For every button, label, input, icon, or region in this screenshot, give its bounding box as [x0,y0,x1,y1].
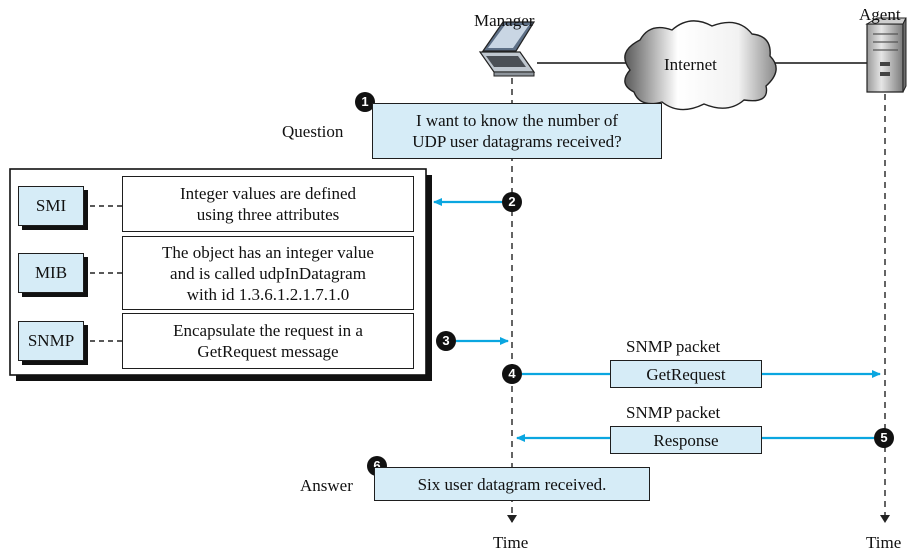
mib-box: MIB [18,253,84,293]
laptop-icon [478,21,536,77]
step-5-badge: 5 [874,428,894,448]
snmp-desc-line-2: GetRequest message [197,342,339,361]
step-4-badge: 4 [502,364,522,384]
snmp-description: Encapsulate the request in a GetRequest … [122,313,414,369]
question-line-1: I want to know the number of [415,111,619,130]
mib-desc-line-2: and is called udpInDatagram [170,263,366,283]
answer-label: Answer [300,476,353,495]
step-2-badge: 2 [502,192,522,212]
question-box: I want to know the number of UDP user da… [372,103,662,159]
agent-time-label: Time [866,533,902,552]
response-packet: Response [610,426,762,454]
response-caption: SNMP packet [626,403,721,422]
internet-label: Internet [664,55,717,74]
smi-box: SMI [18,186,84,226]
mib-description: The object has an integer value and is c… [122,236,414,310]
question-line-2: UDP user datagrams received? [412,132,622,151]
smi-desc-line-2: using three attributes [196,205,340,224]
snmp-desc-line-1: Encapsulate the request in a [173,321,363,340]
agent-label: Agent [859,5,901,24]
step-3-badge: 3 [436,331,456,351]
getrequest-packet: GetRequest [610,360,762,388]
smi-desc-line-1: Integer values are defined [179,184,357,203]
step-1-badge: 1 [355,92,375,112]
manager-label: Manager [474,11,535,30]
manager-time-label: Time [493,533,529,552]
snmp-box: SNMP [18,321,84,361]
question-label: Question [282,122,344,141]
internet-cloud [624,20,777,111]
request-caption: SNMP packet [626,337,721,356]
mib-desc-line-3: with id 1.3.6.1.2.1.7.1.0 [186,284,350,304]
answer-box: Six user datagram received. [374,467,650,501]
mib-desc-line-1: The object has an integer value [162,242,374,262]
server-icon [865,17,907,93]
smi-description: Integer values are defined using three a… [122,176,414,232]
